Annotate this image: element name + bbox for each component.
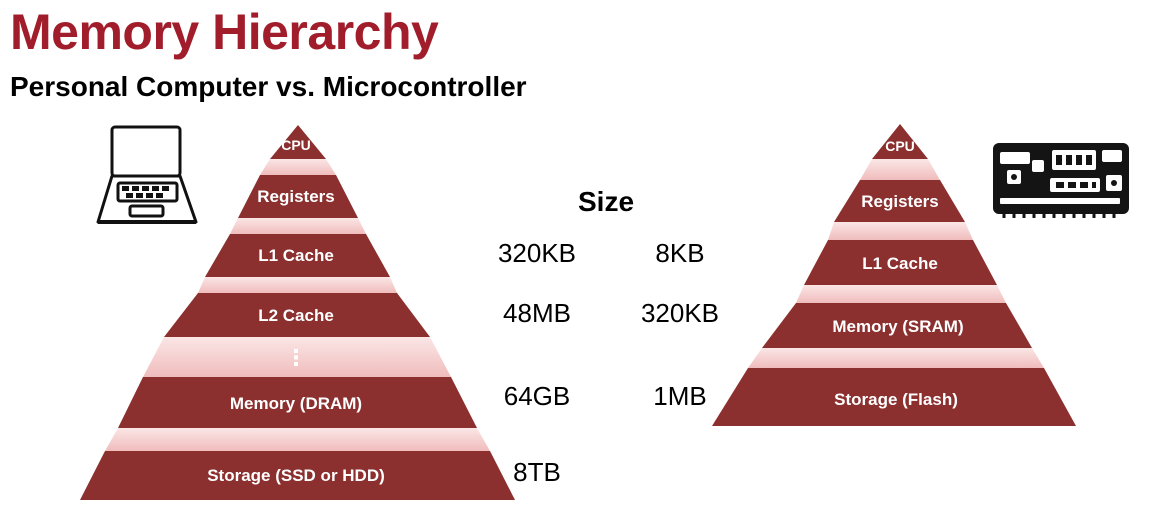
pc-label-storage: Storage (SSD or HDD) [207, 466, 385, 485]
size-heading: Size [578, 186, 634, 217]
pc-label-registers: Registers [257, 187, 334, 206]
pc-level-l2-cache [164, 293, 430, 337]
mcu-level-registers [834, 180, 965, 222]
mcu-label-cpu: CPU [885, 138, 915, 154]
pc-label-memory: Memory (DRAM) [230, 394, 362, 413]
pc-level-cpu [270, 125, 326, 159]
mcu-label-registers: Registers [861, 192, 938, 211]
pc-label-l2-cache: L2 Cache [258, 306, 334, 325]
mcu-pyramid: CPU Registers L1 Cache Memory (SRAM) Sto… [712, 124, 1076, 426]
mcu-label-storage: Storage (Flash) [834, 390, 958, 409]
mcu-level-cpu [872, 124, 928, 159]
mcu-level-memory [762, 303, 1032, 348]
pc-level-storage [80, 451, 515, 500]
mcu-size-l1: 8KB [655, 238, 704, 268]
pc-label-l1-cache: L1 Cache [258, 246, 334, 265]
slide-title: Memory Hierarchy [10, 4, 439, 60]
mcu-label-l1-cache: L1 Cache [862, 254, 938, 273]
mcu-level-storage [712, 368, 1076, 426]
pc-level-registers [238, 175, 358, 218]
pc-size-memory: 64GB [504, 381, 571, 411]
pc-size-l2: 48MB [503, 298, 571, 328]
pc-level-l1-cache [205, 234, 390, 277]
pc-level-memory [118, 377, 477, 428]
mcu-size-storage: 1MB [653, 381, 706, 411]
mcu-size-memory: 320KB [641, 298, 719, 328]
slide-subtitle: Personal Computer vs. Microcontroller [10, 71, 527, 102]
pc-size-storage: 8TB [513, 457, 561, 487]
mcu-level-l1-cache [804, 240, 997, 285]
pc-pyramid: CPU Registers L1 Cache L2 Cache ⋮ Memory… [80, 125, 515, 500]
pc-size-l1: 320KB [498, 238, 576, 268]
size-table: Size 320KB 48MB 64GB 8TB 8KB 320KB 1MB [498, 186, 719, 487]
pc-label-cpu: CPU [281, 137, 311, 153]
laptop-icon [96, 125, 198, 224]
circuit-board-icon [993, 143, 1129, 218]
mcu-label-memory: Memory (SRAM) [832, 317, 963, 336]
pc-ellipsis: ⋮ [285, 345, 307, 370]
